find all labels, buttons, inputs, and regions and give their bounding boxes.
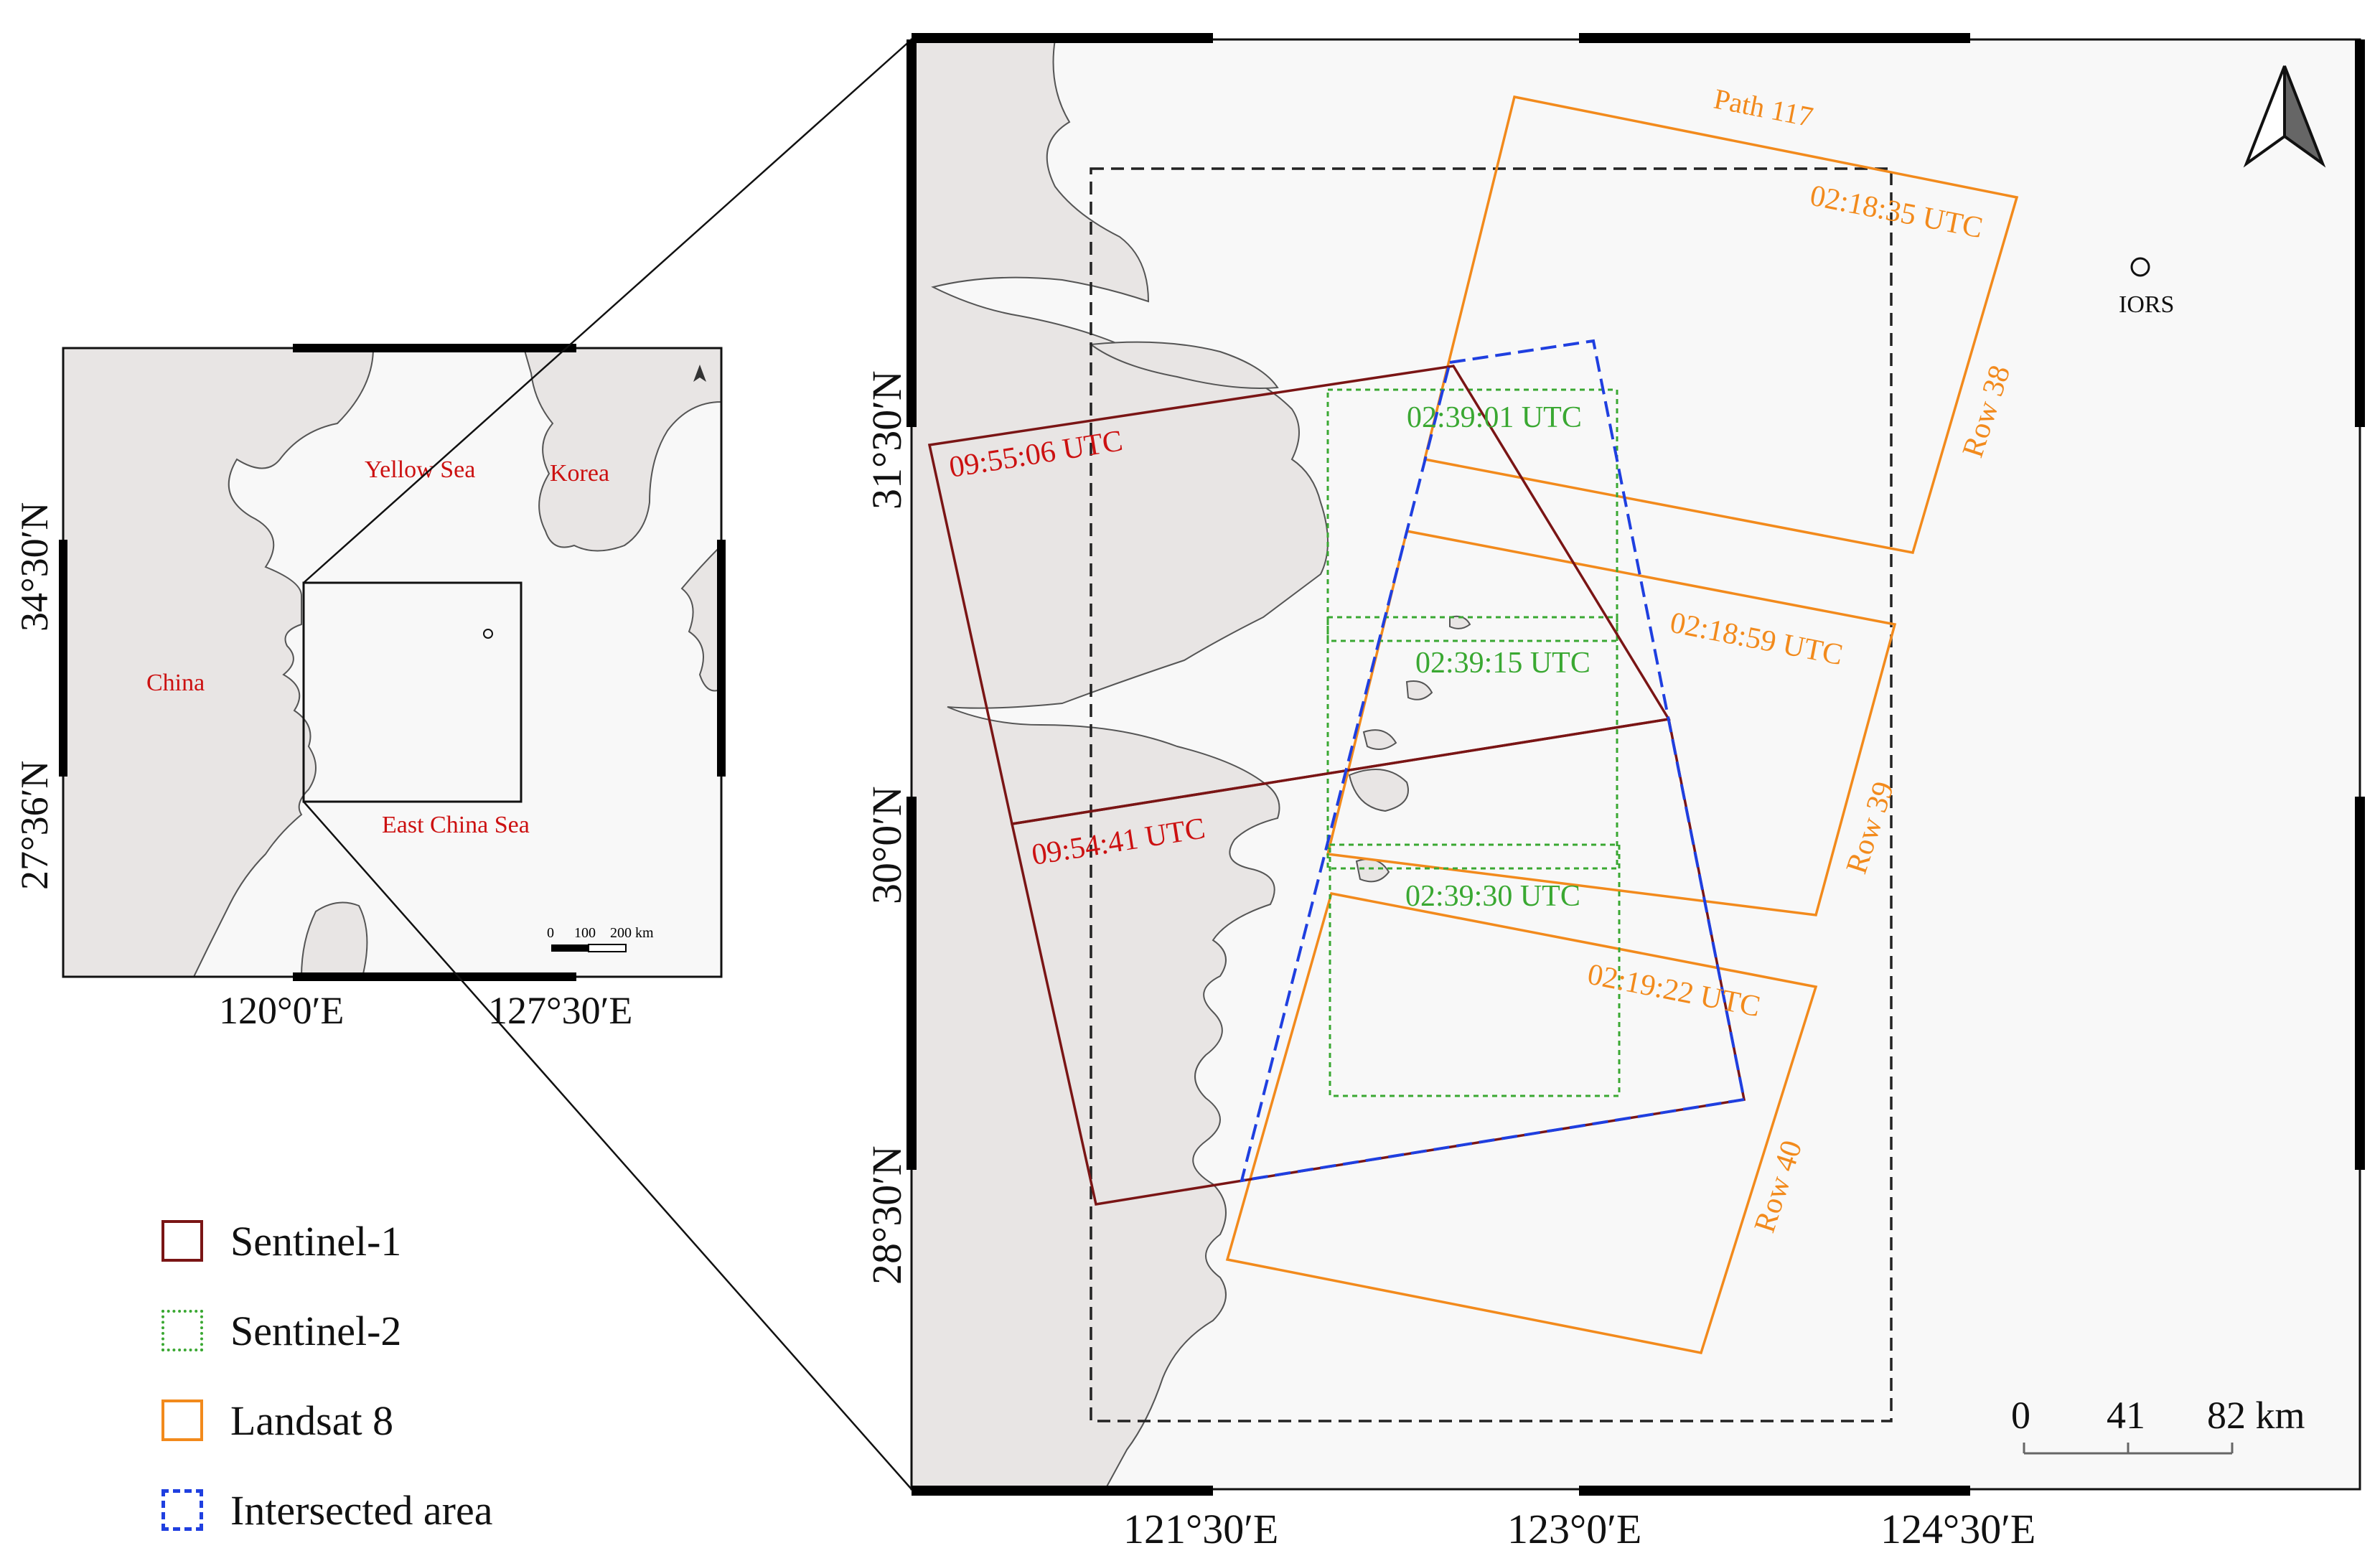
main-lat-tick-3: 28°30′N: [863, 1145, 910, 1285]
legend-label: Sentinel-1: [230, 1218, 402, 1265]
overview-frame-bar-top: [293, 344, 576, 352]
north-arrow-icon: [693, 365, 706, 382]
overview-lat-tick-1: 34°30′N: [13, 502, 56, 632]
s2-time-a: 02:39:01 UTC: [1407, 401, 1582, 434]
main-frame-bar-top-2: [1579, 33, 1970, 43]
overview-frame-bar-right: [717, 540, 726, 777]
iors-label: IORS: [2119, 291, 2174, 318]
overview-study-area-box: [302, 581, 523, 803]
sentinel2-footprints: [1326, 388, 1621, 1097]
svg-text:0: 0: [2011, 1394, 2030, 1437]
sentinel2-tile-c: [1329, 843, 1621, 1097]
main-frame-bar-bottom-2: [1579, 1486, 1970, 1496]
main-lon-tick-1: 121°30′E: [1123, 1506, 1278, 1552]
iors-marker: [2130, 257, 2150, 277]
main-frame-bar-right-2: [2355, 797, 2365, 1170]
zoom-line-upper: [303, 39, 912, 583]
overview-land-japan: [680, 543, 722, 692]
main-lat-tick-2: 30°0′N: [863, 786, 910, 904]
legend-swatch-landsat8: [161, 1399, 203, 1441]
overview-iors-marker: [483, 629, 493, 639]
legend-label: Sentinel-2: [230, 1308, 402, 1354]
landsat8-footprints: [1225, 95, 2019, 1355]
legend-swatch-sentinel1: [161, 1220, 203, 1262]
main-frame-bar-left-1: [906, 39, 917, 427]
main-island-zhoushan-3: [1405, 680, 1433, 700]
overview-lat-tick-2: 27°36′N: [13, 761, 56, 890]
sentinel2-tile-b: [1326, 616, 1618, 870]
svg-text:200 km: 200 km: [610, 925, 654, 941]
main-frame-bar-left-2: [906, 797, 917, 1170]
svg-text:100: 100: [574, 925, 596, 941]
svg-text:0: 0: [547, 925, 554, 941]
overview-land-korea: [523, 347, 722, 552]
main-scalebar: 0 41 82 km: [2011, 1394, 2305, 1455]
legend-label: Intersected area: [230, 1487, 493, 1534]
overview-label-east-china-sea: East China Sea: [382, 812, 530, 838]
overview-frame-bar-bottom: [293, 972, 576, 981]
main-frame-bar-bottom-1: [912, 1486, 1213, 1496]
main-map: Path 117 02:18:35 UTC 02:18:59 UTC 02:19…: [863, 33, 2365, 1552]
main-island-chongming: [1089, 341, 1279, 389]
landsat8-row40: [1225, 891, 1818, 1355]
main-island-zhoushan-4: [1449, 615, 1471, 629]
overview-label-korea: Korea: [550, 460, 609, 487]
legend-item-landsat8: Landsat 8: [161, 1397, 664, 1457]
main-island-zhoushan-1: [1348, 769, 1409, 812]
main-island-zhoushan-5: [1362, 729, 1397, 750]
legend-item-sentinel2: Sentinel-2: [161, 1308, 664, 1367]
landsat8-row38: [1423, 95, 2019, 555]
overview-land-china: [62, 347, 375, 977]
overview-label-china: China: [146, 670, 205, 696]
main-lat-tick-1: 31°30′N: [863, 370, 910, 510]
legend-item-sentinel1: Sentinel-1: [161, 1218, 664, 1277]
main-land: [911, 39, 1329, 1490]
overview-frame-bar-left: [59, 540, 67, 777]
sentinel2-tile-a: [1326, 388, 1618, 642]
overview-scalebar: 0 100 200 km: [547, 925, 654, 952]
legend-swatch-intersected: [161, 1489, 203, 1531]
main-frame-bar-top-1: [912, 33, 1213, 43]
landsat8-row39: [1326, 529, 1897, 916]
svg-text:41: 41: [2107, 1394, 2145, 1437]
svg-text:82 km: 82 km: [2207, 1394, 2305, 1437]
intersected-area: [1240, 339, 1746, 1183]
sentinel1-scene-lower: [1010, 718, 1746, 1206]
s2-time-c: 02:39:30 UTC: [1405, 880, 1580, 913]
main-lon-tick-3: 124°30′E: [1880, 1506, 2035, 1552]
study-area-box: [1090, 167, 1893, 1422]
s2-time-b: 02:39:15 UTC: [1415, 647, 1590, 680]
main-frame-bar-right-1: [2355, 39, 2365, 427]
overview-lon-tick-1: 120°0′E: [219, 989, 344, 1032]
overview-land-taiwan: [300, 901, 368, 977]
legend-item-intersected: Intersected area: [161, 1487, 664, 1547]
legend-label: Landsat 8: [230, 1397, 394, 1444]
overview-lon-tick-2: 127°30′E: [488, 989, 632, 1032]
north-arrow-icon: [2243, 65, 2326, 168]
main-lon-tick-2: 123°0′E: [1507, 1506, 1641, 1552]
zoom-line-lower: [303, 801, 912, 1490]
legend-swatch-sentinel2: [161, 1310, 203, 1351]
overview-map: Yellow Sea Korea China East China Sea 34…: [13, 344, 726, 1032]
